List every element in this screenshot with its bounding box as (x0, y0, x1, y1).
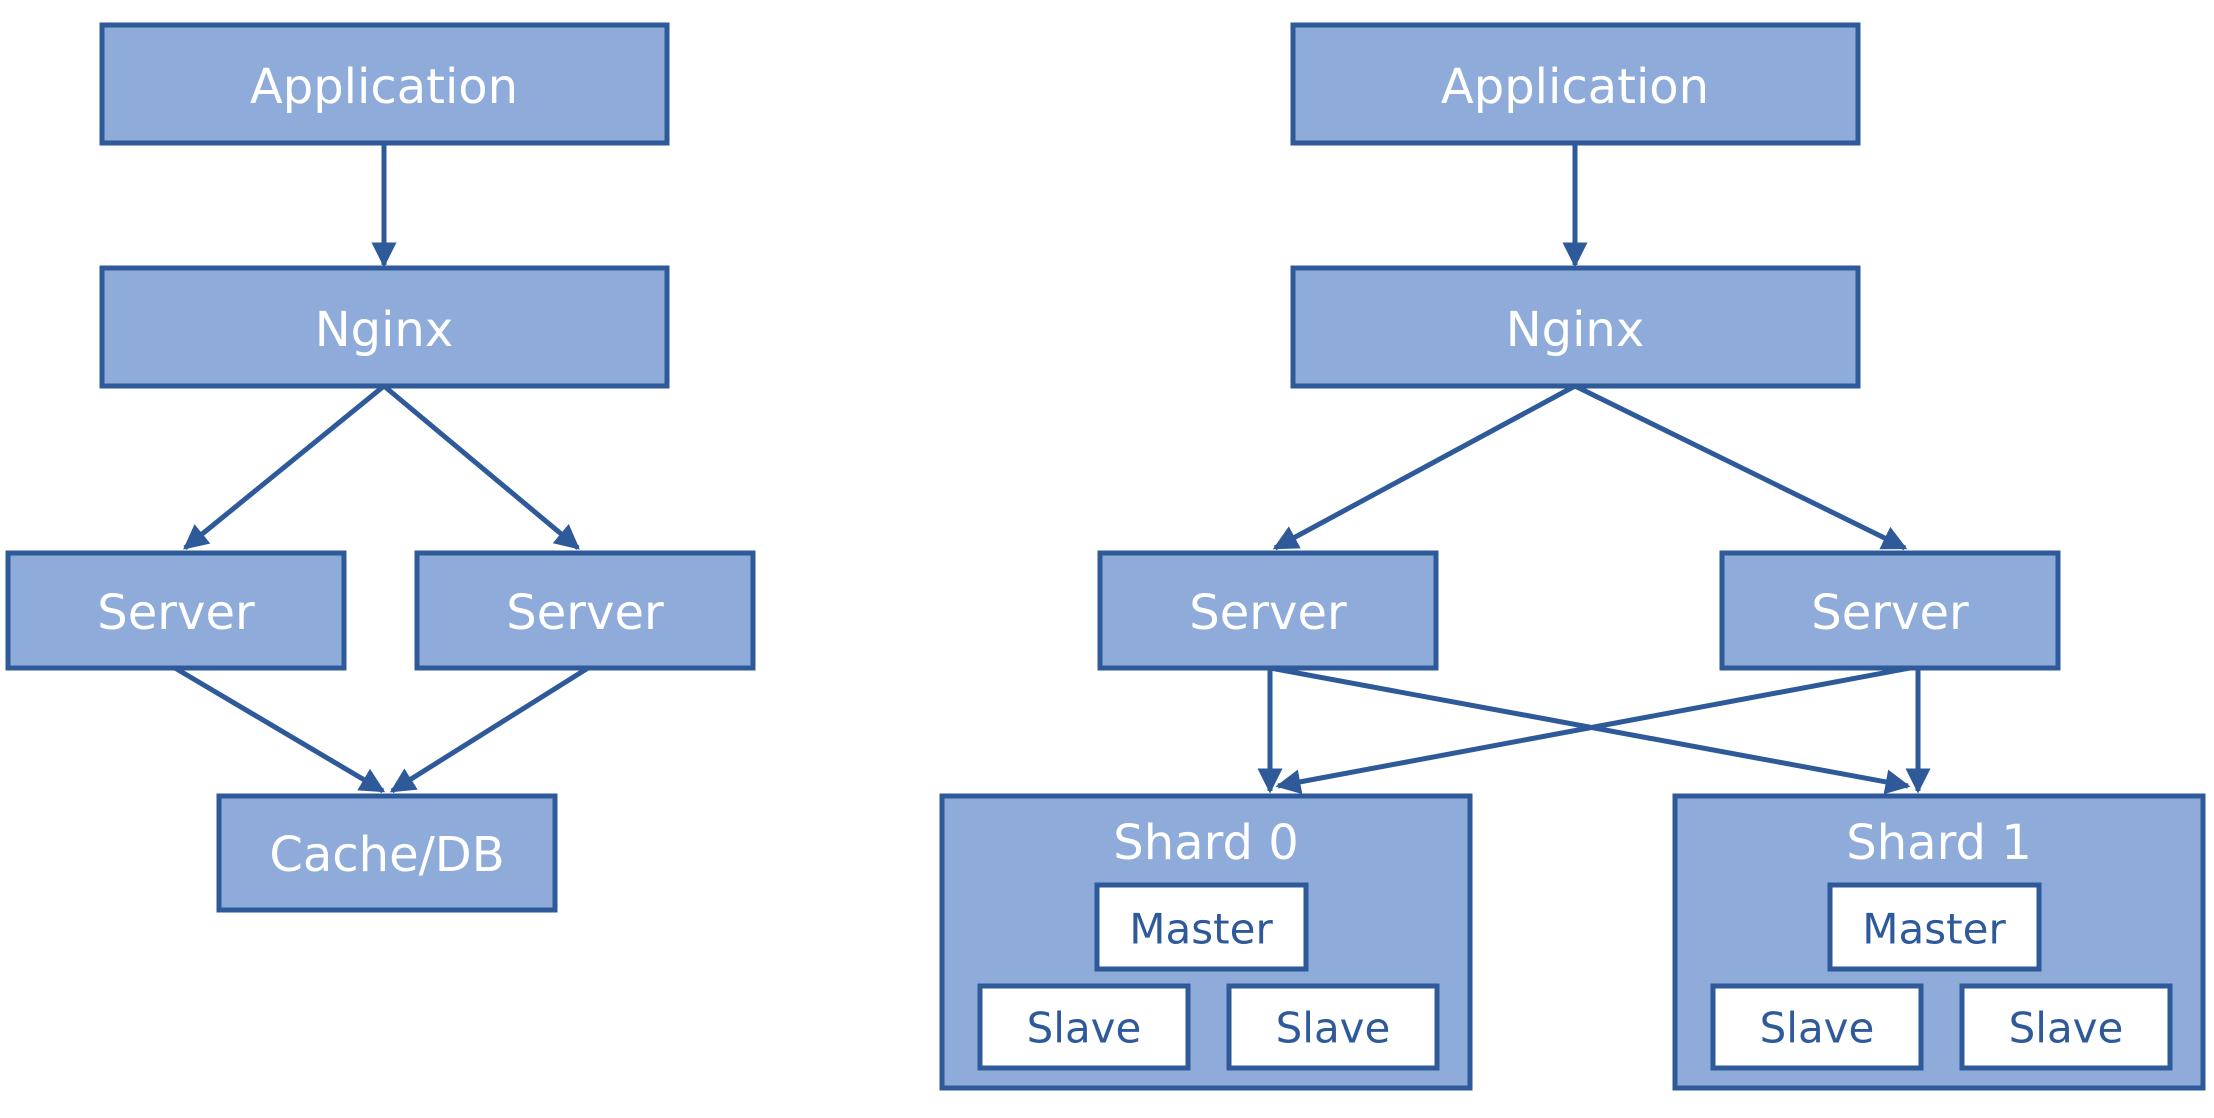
shard-1-master-box: Master (1827, 882, 2042, 972)
right-server-a-box: Server (1097, 550, 1439, 671)
shard-1-slave-a-box: Slave (1710, 983, 1924, 1071)
right-server-b-box: Server (1719, 550, 2061, 671)
right-server-b-label: Server (1811, 585, 1969, 641)
shard-0-slave-a-box: Slave (977, 983, 1191, 1071)
left-application-label: Application (250, 59, 518, 115)
arrow-server-b-to-store (389, 665, 590, 794)
arrow-nginx-to-server-b-right (1573, 383, 1908, 551)
left-server-a-box: Server (5, 550, 347, 671)
shard-0-slave-b-box: Slave (1226, 983, 1440, 1071)
shard-0-title: Shard 0 (1113, 815, 1298, 871)
cache-db-label: Cache/DB (269, 827, 504, 883)
left-architecture: Application Nginx Server Server Cache/DB (5, 22, 756, 913)
left-nginx-box: Nginx (99, 265, 670, 389)
right-server-a-label: Server (1189, 585, 1347, 641)
right-application-box: Application (1290, 22, 1861, 146)
shard-0-slave-a-label: Slave (1027, 1004, 1142, 1053)
left-server-b-label: Server (506, 585, 664, 641)
shard-1-slave-b-label: Slave (2009, 1004, 2124, 1053)
left-server-b-box: Server (414, 550, 756, 671)
arrow-nginx-to-server-b-left (382, 384, 580, 550)
arrow-nginx-to-server-a-right (1272, 383, 1577, 551)
right-application-label: Application (1441, 59, 1709, 115)
arrow-nginx-to-server-a-left (183, 384, 386, 550)
cache-db-box: Cache/DB (216, 793, 558, 913)
shard-0-container: Shard 0 Master Slave Slave (939, 793, 1473, 1091)
right-nginx-box: Nginx (1290, 265, 1861, 389)
shard-1-title: Shard 1 (1846, 815, 2031, 871)
right-architecture: Application Nginx Server Server Shard 0 … (939, 22, 2206, 1091)
shard-1-container: Shard 1 Master Slave Slave (1672, 793, 2206, 1091)
left-server-a-label: Server (97, 585, 255, 641)
shard-1-master-label: Master (1862, 905, 2006, 954)
shard-0-slave-b-label: Slave (1276, 1004, 1391, 1053)
shard-0-master-label: Master (1129, 905, 1273, 954)
arrow-server-b-to-shard0 (1275, 665, 1911, 795)
right-nginx-label: Nginx (1506, 302, 1645, 358)
shard-1-slave-b-box: Slave (1959, 983, 2173, 1071)
shard-0-master-box: Master (1094, 882, 1309, 972)
left-application-box: Application (99, 22, 670, 146)
arrow-server-a-to-store (173, 665, 386, 794)
left-nginx-label: Nginx (315, 302, 454, 358)
shard-1-slave-a-label: Slave (1760, 1004, 1875, 1053)
